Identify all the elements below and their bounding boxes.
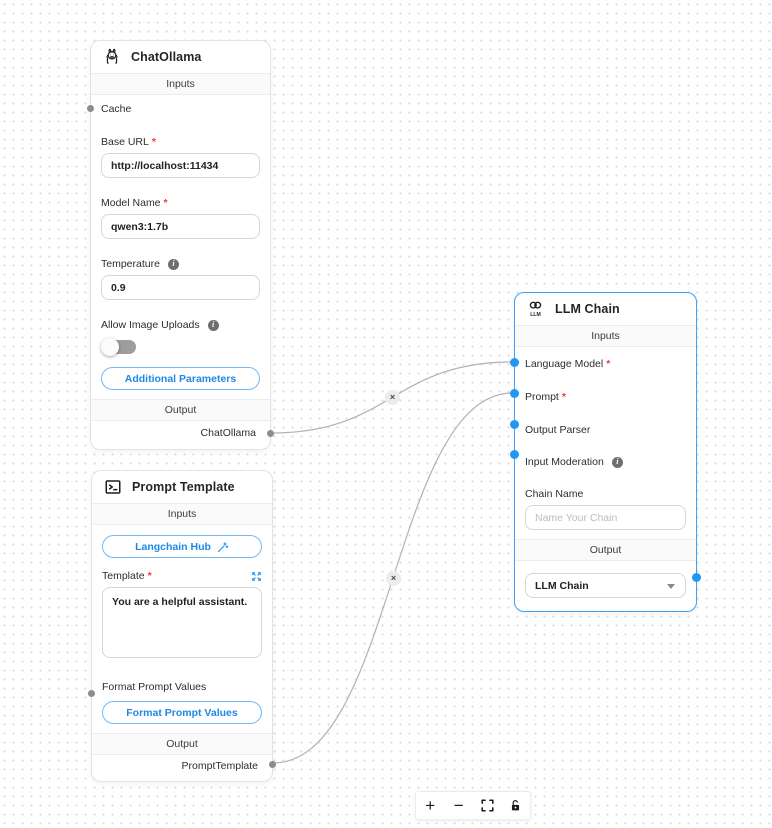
- lock-open-icon: [509, 799, 522, 812]
- template-label: Template*: [102, 570, 152, 582]
- canvas-controls-toolbar: + −: [415, 791, 531, 820]
- cache-input-port[interactable]: [87, 105, 94, 112]
- prompt-template-node[interactable]: Prompt Template Inputs Langchain Hub Tem…: [88, 470, 276, 782]
- zoom-out-button[interactable]: −: [445, 792, 474, 819]
- model-name-label: Model Name*: [101, 197, 168, 209]
- langchain-hub-button[interactable]: Langchain Hub: [102, 535, 262, 558]
- required-marker: *: [561, 391, 566, 403]
- model-name-input[interactable]: [101, 214, 260, 239]
- inputs-section-header: Inputs: [92, 503, 272, 525]
- node-title: ChatOllama: [131, 50, 202, 64]
- chain-llm-icon: LLM: [526, 300, 545, 319]
- ollama-llama-icon: [102, 48, 121, 67]
- llm-chain-output-port[interactable]: [692, 573, 701, 582]
- prompt-input-port[interactable]: [510, 389, 519, 398]
- required-marker: *: [147, 570, 152, 582]
- fit-view-button[interactable]: [473, 792, 502, 819]
- allow-image-uploads-label: Allow Image Uploads i: [101, 319, 260, 331]
- chatollama-output-port[interactable]: [267, 430, 274, 437]
- prompt-input-row: Prompt*: [525, 391, 566, 403]
- chatollama-node-header[interactable]: ChatOllama: [91, 41, 270, 73]
- fit-view-icon: [481, 799, 494, 812]
- allow-image-uploads-toggle[interactable]: [101, 338, 136, 356]
- cache-label: Cache: [101, 103, 132, 115]
- svg-text:LLM: LLM: [530, 312, 541, 318]
- output-section-header: Output: [515, 539, 696, 561]
- format-prompt-values-label: Format Prompt Values: [102, 681, 207, 693]
- language-model-input-port[interactable]: [510, 358, 519, 367]
- node-title: Prompt Template: [132, 480, 235, 494]
- expand-icon[interactable]: [251, 571, 262, 582]
- input-moderation-input-row: Input Moderation i: [525, 454, 686, 470]
- output-parser-input-row: Output Parser: [525, 424, 591, 436]
- chatollama-output-anchor-label: ChatOllama: [200, 427, 256, 439]
- template-textarea[interactable]: You are a helpful assistant.: [102, 587, 262, 658]
- plus-icon: +: [425, 796, 436, 815]
- langchain-hub-label: Langchain Hub: [135, 540, 211, 553]
- llm-chain-node-header[interactable]: LLM LLM Chain: [515, 293, 696, 325]
- base-url-label: Base URL*: [101, 136, 156, 148]
- inputs-section-header: Inputs: [515, 325, 696, 347]
- temperature-input[interactable]: [101, 275, 260, 300]
- node-title: LLM Chain: [555, 302, 620, 316]
- lock-toggle-button[interactable]: [502, 792, 531, 819]
- chatollama-node[interactable]: ChatOllama Inputs Cache Base URL* Model …: [87, 40, 274, 450]
- zoom-in-button[interactable]: +: [416, 792, 445, 819]
- temperature-label: Temperature i: [101, 258, 260, 270]
- format-prompt-values-button[interactable]: Format Prompt Values: [102, 701, 262, 724]
- prompttemplate-output-port[interactable]: [269, 761, 276, 768]
- chain-name-label: Chain Name: [525, 488, 584, 500]
- inputs-section-header: Inputs: [91, 73, 270, 95]
- output-section-header: Output: [91, 399, 270, 421]
- required-marker: *: [606, 358, 611, 370]
- minus-icon: −: [453, 796, 464, 815]
- edge-delete-button[interactable]: ×: [385, 390, 400, 405]
- base-url-input[interactable]: [101, 153, 260, 178]
- output-parser-input-port[interactable]: [510, 420, 519, 429]
- terminal-prompt-icon: [103, 478, 122, 497]
- additional-parameters-button[interactable]: Additional Parameters: [101, 367, 260, 390]
- edge-delete-button[interactable]: ×: [386, 571, 401, 586]
- toggle-knob: [101, 338, 119, 356]
- format-prompt-values-input-port[interactable]: [88, 690, 95, 697]
- llm-chain-output-select[interactable]: LLM Chain: [525, 573, 686, 598]
- prompt-template-node-header[interactable]: Prompt Template: [92, 471, 272, 503]
- output-section-header: Output: [92, 733, 272, 755]
- language-model-input-row: Language Model*: [525, 358, 611, 370]
- required-marker: *: [163, 197, 168, 209]
- chain-name-input[interactable]: [525, 505, 686, 530]
- info-icon: i: [167, 258, 179, 270]
- chevron-down-icon: [667, 584, 675, 589]
- info-icon: i: [207, 319, 219, 331]
- cache-input-row: Cache: [101, 101, 260, 117]
- info-icon: i: [611, 456, 623, 468]
- prompttemplate-output-anchor-label: PromptTemplate: [181, 760, 258, 772]
- select-value: LLM Chain: [535, 579, 589, 592]
- magic-wand-icon: [217, 541, 229, 553]
- llm-chain-node[interactable]: LLM LLM Chain Inputs Language Model* Pro…: [510, 292, 701, 612]
- input-moderation-input-port[interactable]: [510, 450, 519, 459]
- required-marker: *: [151, 136, 156, 148]
